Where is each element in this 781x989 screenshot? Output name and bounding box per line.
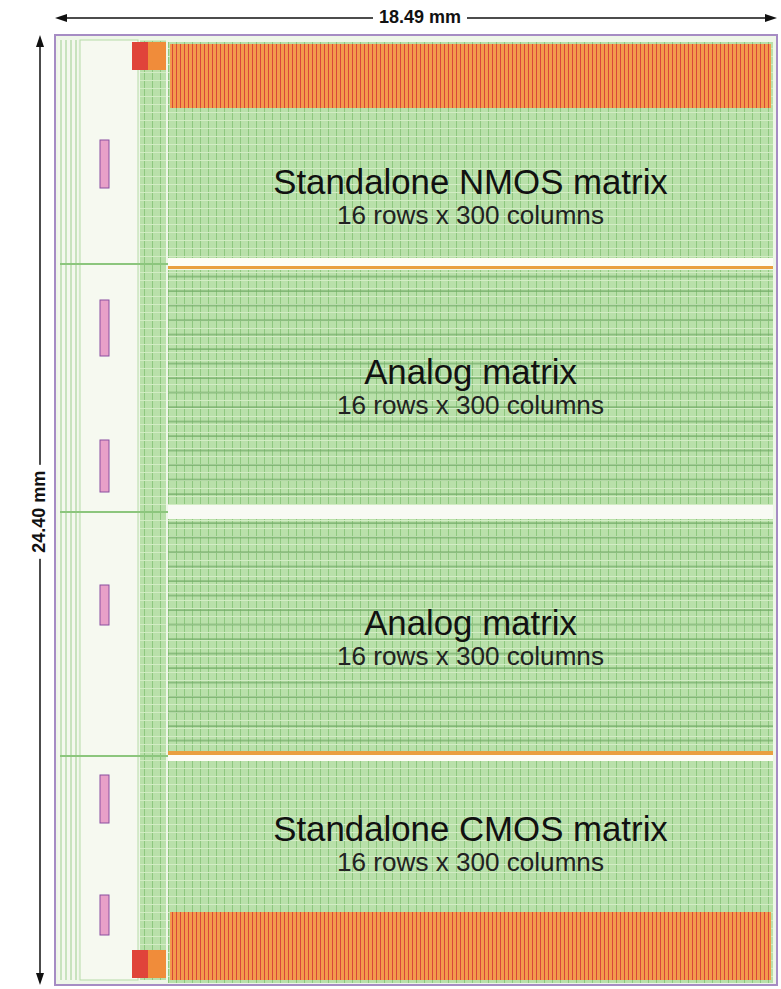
bus-wire	[60, 263, 168, 265]
matrix-edge	[168, 751, 773, 755]
periphery-block	[100, 895, 109, 935]
corner-block	[148, 42, 166, 70]
corner-block	[148, 950, 166, 978]
corner-block	[132, 950, 148, 978]
bus-wire	[60, 511, 168, 513]
bus-wire	[60, 755, 168, 757]
readout-pads	[170, 44, 771, 108]
dimension-height: 24.40 mm	[29, 465, 51, 559]
arrowhead	[36, 35, 44, 47]
arrowhead	[765, 14, 777, 22]
pixel-matrix	[168, 270, 773, 505]
matrix-gap	[168, 258, 773, 266]
pixel-matrix	[168, 761, 773, 983]
periphery-block	[100, 440, 109, 492]
periphery-block	[100, 775, 109, 823]
matrix-edge	[168, 266, 773, 269]
matrix-gap	[168, 505, 773, 519]
readout-pads	[170, 912, 771, 980]
pixel-rows	[168, 519, 773, 751]
corner-block	[132, 42, 148, 70]
arrowhead	[55, 14, 67, 22]
pixel-matrix	[168, 519, 773, 751]
matrix-band: Analog matrix16 rows x 300 columns	[168, 270, 773, 505]
matrix-title: Standalone NMOS matrix	[178, 162, 763, 201]
matrix-gap	[168, 755, 773, 761]
pixel-matrix	[168, 42, 773, 258]
arrowhead	[36, 973, 44, 985]
matrix-band: Standalone NMOS matrix16 rows x 300 colu…	[168, 42, 773, 258]
matrix-size: 16 rows x 300 columns	[178, 848, 763, 877]
matrix-title: Standalone CMOS matrix	[178, 809, 763, 848]
periphery-bus	[58, 40, 78, 980]
matrix-size: 16 rows x 300 columns	[178, 201, 763, 230]
matrix-size: 16 rows x 300 columns	[178, 391, 763, 420]
periphery-logic	[80, 40, 138, 980]
pixel-rows	[168, 270, 773, 505]
chip-outline	[55, 35, 777, 985]
periphery-block	[100, 300, 109, 356]
dimension-width: 18.49 mm	[373, 7, 467, 29]
matrix-title: Analog matrix	[178, 603, 763, 642]
periphery-block	[100, 585, 109, 625]
periphery-block	[100, 140, 109, 188]
row-drivers	[140, 40, 166, 980]
matrix-band: Analog matrix16 rows x 300 columns	[168, 519, 773, 751]
matrix-band: Standalone CMOS matrix16 rows x 300 colu…	[168, 761, 773, 983]
matrix-title: Analog matrix	[178, 352, 763, 391]
matrix-size: 16 rows x 300 columns	[178, 642, 763, 671]
